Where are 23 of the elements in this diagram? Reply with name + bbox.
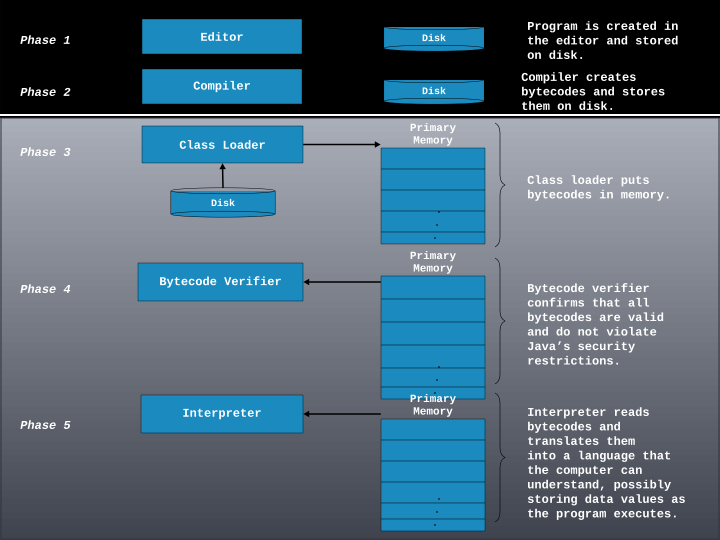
node-label: Primary Memory: [410, 123, 456, 146]
memory-block: Primary Memory: [380, 394, 486, 532]
phase-label: Phase 4: [20, 284, 70, 293]
description-text: Compiler creates bytecodes and stores them on disk.: [522, 72, 664, 110]
memory-block: Primary Memory: [380, 123, 486, 244]
phase-label: Phase 2: [20, 87, 70, 96]
process-box: Bytecode Verifier: [138, 262, 304, 302]
description-text: Bytecode verifier confirms that all bytecodes are valid and do not violate Java’s security restrictions.: [528, 283, 664, 365]
node-label: Primary Memory: [410, 251, 456, 274]
description-text: Interpreter reads bytecodes and translates them into a language that the computer can understand, possibly storing data values as the program executes.: [528, 407, 685, 520]
process-box: Class Loader: [142, 126, 304, 164]
process-box: Interpreter: [140, 394, 304, 434]
phase-label: Phase 1: [20, 35, 70, 44]
disk-cylinder: Disk: [170, 188, 276, 218]
phase-label: Phase 3: [20, 147, 70, 156]
node-label: Primary Memory: [410, 394, 456, 417]
disk-cylinder: Disk: [384, 24, 484, 52]
description-text: Class loader puts bytecodes in memory.: [528, 175, 668, 201]
description-text: Program is created in the editor and stored on disk.: [528, 21, 678, 59]
phase-label: Phase 5: [20, 420, 70, 429]
process-box: Editor: [142, 18, 302, 54]
disk-cylinder: Disk: [384, 76, 484, 104]
process-box: Compiler: [142, 68, 302, 104]
